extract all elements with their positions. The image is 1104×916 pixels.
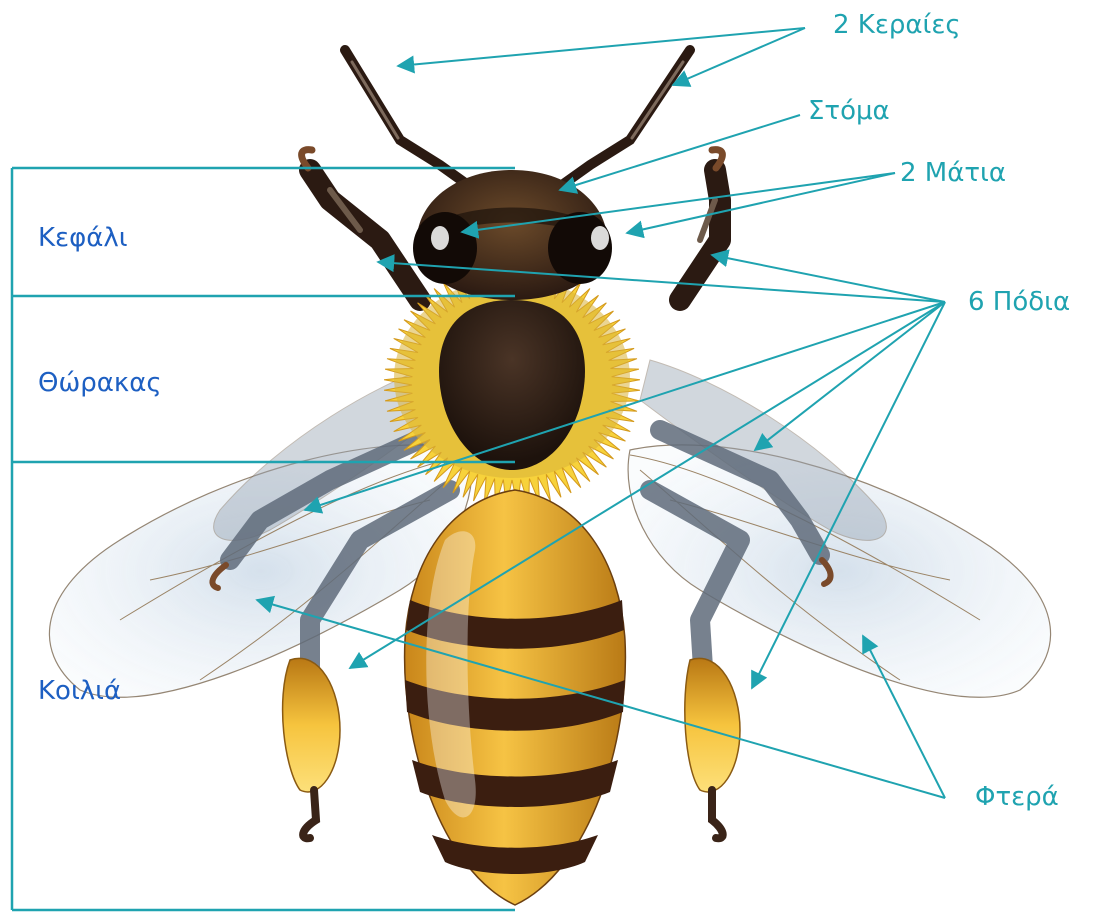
section-label-head: Κεφάλι — [38, 225, 128, 251]
arrow-antenna-right — [673, 28, 805, 85]
arrow-mouth — [560, 115, 800, 190]
right-antenna — [555, 50, 690, 190]
left-pollen-basket — [283, 658, 340, 791]
thorax — [394, 278, 630, 478]
section-label-thorax: Θώρακας — [38, 370, 162, 396]
arrow-leg-4 — [755, 302, 945, 450]
label-legs: 6 Πόδια — [968, 289, 1070, 315]
label-wings: Φτερά — [975, 784, 1059, 810]
arrow-antenna-left — [398, 28, 805, 66]
section-label-abdomen: Κοιλιά — [38, 678, 121, 704]
arrow-eye-right — [627, 173, 895, 233]
head — [413, 170, 612, 300]
label-antennae: 2 Κεραίες — [833, 12, 961, 38]
label-eyes: 2 Μάτια — [900, 160, 1006, 186]
front-left-leg — [310, 170, 420, 300]
arrow-leg-2 — [712, 255, 945, 302]
label-mouth: Στόμα — [808, 98, 890, 124]
left-eye — [413, 212, 477, 284]
